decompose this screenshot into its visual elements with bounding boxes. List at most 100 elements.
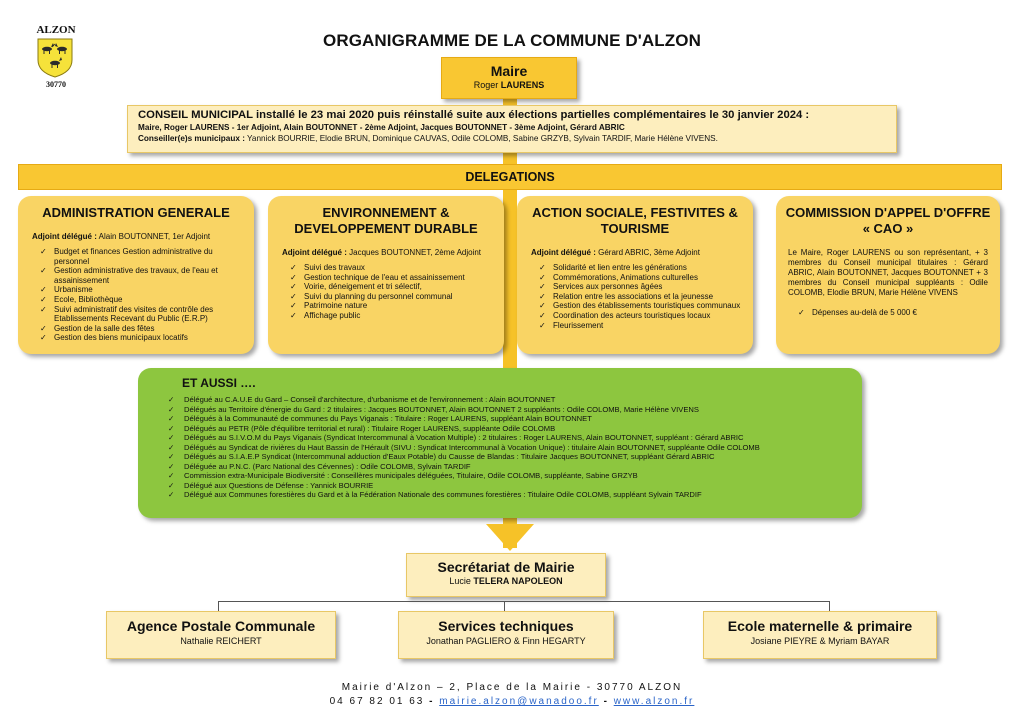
list-item: ✓ Solidarité et lien entre les génération…: [539, 263, 745, 273]
check-icon: ✓: [539, 301, 546, 311]
list-item: ✓Affichage public: [290, 310, 496, 321]
check-icon: ✓: [539, 263, 546, 272]
secretariat-last-name: TELERA NAPOLEON: [473, 576, 563, 586]
check-icon: ✓: [40, 304, 47, 314]
card-cao: COMMISSION D'APPEL D'OFFRE « CAO » Le Ma…: [776, 196, 1000, 354]
check-icon: ✓: [539, 272, 546, 282]
footer-address: Mairie d'Alzon – 2, Place de la Mairie -…: [341, 682, 683, 693]
list-item-text: Suivi des travaux: [304, 263, 365, 272]
card-heading: ADMINISTRATION GENERALE: [42, 205, 230, 220]
list-item: ✓Services aux personnes âgées: [539, 282, 745, 292]
list-item-text: Gestion des biens municipaux locatifs: [54, 333, 188, 343]
et-aussi-box: ET AUSSI …. ✓Délégué au C.A.U.E du Gard …: [138, 368, 862, 518]
card-environnement: ENVIRONNEMENT & DEVELOPPEMENT DURABLE Ad…: [268, 196, 504, 354]
list-item: ✓ Délégué aux Communes forestières du Gar…: [168, 490, 862, 500]
check-icon: ✓: [290, 263, 297, 272]
list-item-text: Délégués au PETR (Pôle d'équilibre terri…: [184, 423, 556, 433]
check-icon: ✓: [40, 323, 47, 333]
list-item-text: Commission extra-Municipale Biodiversité…: [184, 471, 638, 480]
check-icon: ✓: [40, 266, 47, 276]
footer-web-link[interactable]: www.alzon.fr: [613, 696, 695, 707]
list-item-text: Suivi du planning du personnel communal: [304, 291, 453, 301]
list-item-text: Affichage public: [304, 310, 361, 320]
unit-people: Josiane PIEYRE & Myriam BAYAR: [750, 636, 890, 646]
list-item-text: Ecole, Bibliothèque: [54, 294, 123, 304]
footer-email-link[interactable]: mairie.alzon@wanadoo.fr: [439, 696, 599, 707]
list-item: ✓ Patrimoine nature: [290, 301, 496, 311]
list-item-text: Dépenses au-delà de 5 000 €: [812, 308, 917, 317]
conseil-heading: CONSEIL MUNICIPAL installé le 23 mai 202…: [138, 109, 810, 121]
card-list: ✓Dépenses au-delà de 5 000 €: [776, 308, 1000, 318]
list-item-text: Délégué aux Questions de Défense : Yanni…: [184, 480, 374, 490]
list-item-text: Délégués au Syndicat de rivières du Haut…: [184, 442, 760, 452]
list-item: ✓ Ecole, Bibliothèque: [40, 294, 246, 305]
check-icon: ✓: [168, 490, 175, 499]
list-item: ✓Voirie, déneigement et tri sélectif,: [290, 282, 496, 292]
maire-first-name: Roger: [473, 80, 501, 90]
check-icon: ✓: [168, 471, 175, 480]
card-heading: ACTION SOCIALE, FESTIVITES & TOURISME: [532, 205, 738, 236]
check-icon: ✓: [40, 294, 47, 304]
unit-people: Jonathan PAGLIERO & Finn HEGARTY: [426, 636, 586, 646]
adjoint-label: Adjoint délégué :: [282, 248, 347, 257]
check-icon: ✓: [168, 461, 175, 471]
adjoint-label: Adjoint délégué :: [531, 248, 596, 257]
list-item: ✓ Délégué aux Questions de Défense : Yann…: [168, 480, 862, 491]
list-item: ✓Coordination des acteurs touristiques l…: [539, 311, 745, 321]
list-item: ✓Dépenses au-delà de 5 000 €: [798, 308, 992, 318]
list-item: ✓Délégués au Territoire d'énergie du Gar…: [168, 405, 862, 415]
connector-line: [218, 601, 219, 611]
list-item: ✓Gestion technique de l'eau et assainiss…: [290, 273, 496, 283]
conseil-box: CONSEIL MUNICIPAL installé le 23 mai 202…: [127, 105, 897, 153]
secretariat-box: Secrétariat de Mairie Lucie TELERA NAPOL…: [406, 553, 606, 597]
check-icon: ✓: [290, 301, 297, 311]
list-item: ✓Gestion des établissements touristiques…: [539, 301, 745, 311]
et-aussi-heading: ET AUSSI ….: [182, 376, 256, 390]
list-item-text: Voirie, déneigement et tri sélectif,: [304, 282, 422, 292]
list-item-text: Déléguée au P.N.C. (Parc National des Cé…: [184, 461, 471, 471]
down-arrow-icon: [486, 524, 534, 551]
list-item-text: Patrimoine nature: [304, 301, 368, 311]
list-item: ✓Suivi administratif des visites de cont…: [40, 305, 246, 324]
list-item: ✓Budget et finances Gestion administrati…: [40, 247, 246, 266]
list-item-text: Solidarité et lien entre les générations: [553, 263, 687, 272]
check-icon: ✓: [290, 291, 297, 301]
maire-name: Roger LAURENS: [442, 80, 576, 90]
conseil-members: Conseiller(e)s municipaux : Yannick BOUR…: [138, 134, 896, 143]
check-icon: ✓: [168, 442, 175, 452]
check-icon: ✓: [168, 480, 175, 490]
maire-last-name: LAURENS: [500, 80, 545, 90]
conseil-members-label: Conseiller(e)s municipaux :: [138, 134, 245, 143]
check-icon: ✓: [168, 414, 175, 423]
card-adjoint: Adjoint délégué : Gérard ABRIC, 3ème Adj…: [531, 248, 753, 257]
check-icon: ✓: [168, 404, 175, 414]
list-item: ✓ Déléguée au P.N.C. (Parc National des C…: [168, 461, 862, 472]
conseil-adjoints: Maire, Roger LAURENS - 1er Adjoint, Alai…: [138, 123, 625, 132]
list-item: ✓ Suivi du planning du personnel communal: [290, 291, 496, 302]
card-adjoint: Adjoint délégué : Alain BOUTONNET, 1er A…: [32, 232, 254, 241]
check-icon: ✓: [539, 310, 546, 320]
et-aussi-list: ✓Délégué au C.A.U.E du Gard – Conseil d'…: [138, 395, 862, 500]
list-item-text: Délégués au S.I.A.E.P Syndicat (Intercom…: [184, 452, 715, 461]
card-administration: ADMINISTRATION GENERALE Adjoint délégué …: [18, 196, 254, 354]
list-item: ✓Commémorations, Animations culturelles: [539, 273, 745, 283]
unit-agence-postale: Agence Postale Communale Nathalie REICHE…: [106, 611, 336, 659]
cao-members: Le Maire, Roger LAURENS ou son représent…: [788, 248, 988, 297]
footer-contact: 04 67 82 01 63 - mairie.alzon@wanadoo.fr…: [0, 696, 1024, 707]
card-action-sociale: ACTION SOCIALE, FESTIVITES & TOURISME Ad…: [517, 196, 753, 354]
footer-phone: 04 67 82 01 63: [329, 696, 425, 707]
conseil-members-list: Yannick BOURRIE, Elodie BRUN, Dominique …: [244, 134, 718, 143]
unit-ecole: Ecole maternelle & primaire Josiane PIEY…: [703, 611, 937, 659]
check-icon: ✓: [40, 333, 47, 343]
page-title: ORGANIGRAMME DE LA COMMUNE D'ALZON: [323, 31, 701, 50]
list-item: ✓ Suivi des travaux: [290, 263, 496, 273]
list-item: ✓ Commission extra-Municipale Biodiversit…: [168, 471, 862, 481]
list-item-text: Délégué aux Communes forestières du Gard…: [184, 490, 702, 499]
unit-title: Services techniques: [438, 618, 574, 634]
unit-title: Ecole maternelle & primaire: [727, 618, 913, 634]
list-item-text: Fleurissement: [553, 320, 604, 330]
list-item: ✓ Délégués au Syndicat de rivières du Hau…: [168, 442, 862, 453]
check-icon: ✓: [290, 272, 297, 282]
crest-name: ALZON: [36, 24, 76, 36]
list-item: ✓Délégués au S.I.V.O.M du Pays Viganais …: [168, 433, 862, 443]
